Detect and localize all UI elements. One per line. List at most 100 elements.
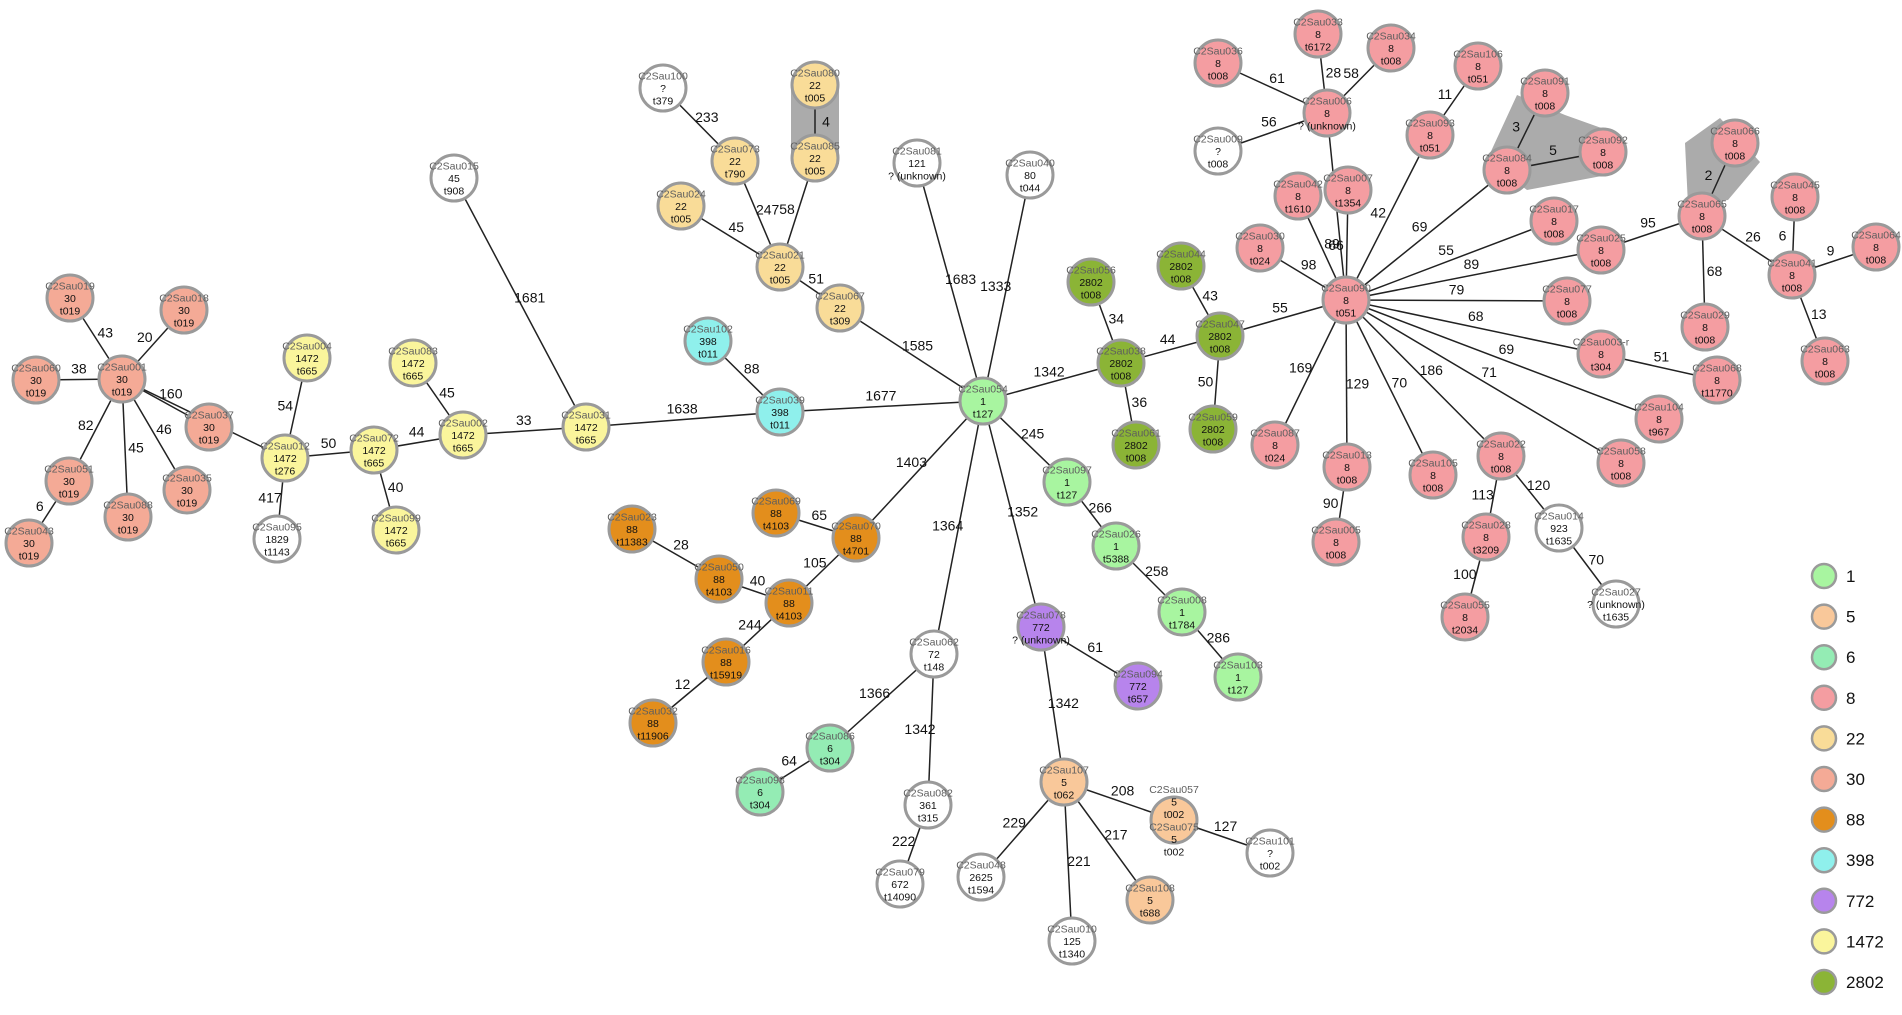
node-n100[interactable]: C2Sau100?t379 [638, 63, 688, 113]
node-n009[interactable]: C2Sau009?t008 [1193, 126, 1243, 176]
edge-weight-label: 417 [258, 489, 282, 505]
node-n027[interactable]: C2Sau027? (unknown)t1635 [1587, 579, 1645, 629]
node-n101[interactable]: C2Sau101?t002 [1245, 828, 1295, 878]
node-circle [694, 554, 744, 604]
node-isolate-label: C2Sau054 [958, 384, 1008, 396]
